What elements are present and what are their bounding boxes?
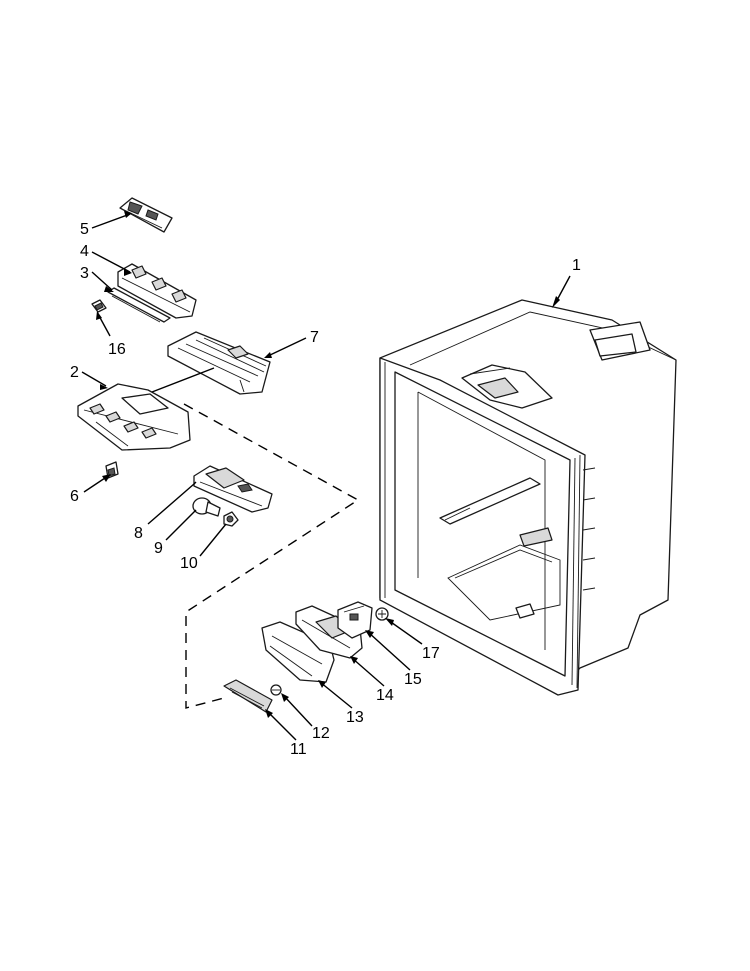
control-housing-part-4 — [117, 263, 197, 319]
switch-part-6 — [105, 461, 119, 479]
callout-3: 3 — [80, 265, 89, 282]
callout-2: 2 — [70, 364, 79, 381]
liner-part-1 — [379, 299, 677, 696]
socket-part-10 — [223, 511, 239, 527]
callout-12: 12 — [312, 725, 330, 742]
lens-part-11 — [223, 679, 273, 713]
control-board-part-5 — [119, 197, 173, 233]
assembly-lines — [151, 367, 360, 709]
switch-module-part-15 — [337, 601, 373, 639]
screw-part-17 — [375, 607, 389, 621]
callout-7: 7 — [310, 329, 319, 346]
callout-5: 5 — [80, 221, 89, 238]
clip-part-16 — [91, 299, 107, 313]
callout-8: 8 — [134, 525, 143, 542]
screw-part-12 — [270, 684, 282, 696]
callout-10: 10 — [180, 555, 198, 572]
callout-1: 1 — [572, 257, 581, 274]
panel-part-2 — [77, 383, 191, 451]
callout-16: 16 — [108, 341, 126, 358]
callout-labels: 1 2 3 4 5 6 7 8 9 10 11 12 13 14 15 16 1… — [70, 221, 581, 758]
callout-11: 11 — [290, 741, 307, 758]
callout-6: 6 — [70, 488, 79, 505]
callout-17: 17 — [422, 645, 440, 662]
callout-14: 14 — [376, 687, 394, 704]
callout-9: 9 — [154, 540, 163, 557]
leader-lines — [81, 211, 571, 741]
light-housing-part-8 — [193, 465, 273, 513]
lower-cover-part-13 — [261, 621, 335, 683]
bulb-part-9 — [192, 497, 221, 517]
callout-15: 15 — [404, 671, 422, 688]
callout-13: 13 — [346, 709, 364, 726]
callout-4: 4 — [80, 243, 89, 260]
cover-part-7 — [167, 331, 271, 395]
